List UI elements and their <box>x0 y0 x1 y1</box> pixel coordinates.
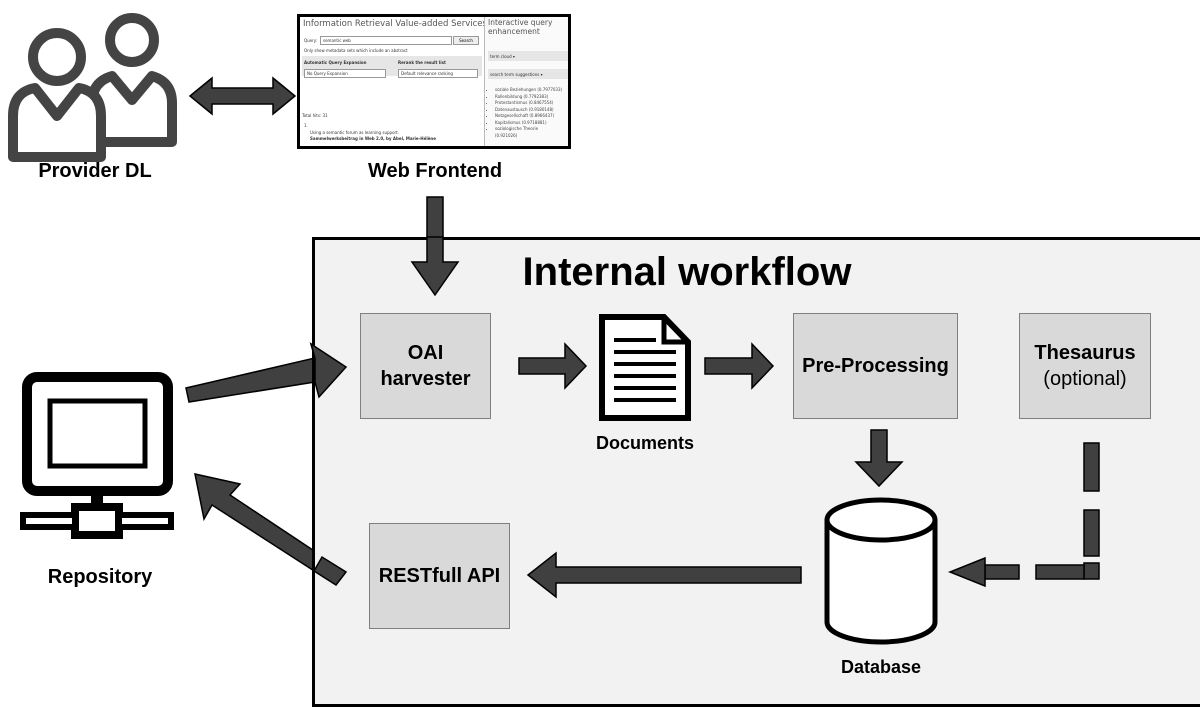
dash-segment <box>1083 509 1100 557</box>
screenshot-suggestion-item: Protestantismus (0.8467554) <box>495 100 562 107</box>
arrow-restful-repository-inner <box>312 555 348 587</box>
screenshot-side-title: Interactive query enhancement <box>488 18 553 36</box>
users-icon <box>8 13 177 162</box>
preprocessing-box: Pre-Processing <box>793 313 958 419</box>
documents-label: Documents <box>595 433 694 453</box>
arrow-documents-preprocessing-inner <box>704 342 775 390</box>
thesaurus-box: Thesaurus (optional) <box>1019 313 1151 419</box>
edge-provider-webfrontend <box>188 76 297 116</box>
screenshot-term-cloud: term cloud ▾ <box>490 54 515 59</box>
screenshot-search-button: Search <box>453 36 479 45</box>
screenshot-expansion-label: Automatic Query Expansion <box>304 60 367 65</box>
screenshot-expansion-select: No Query Expansion <box>304 69 386 78</box>
harvester-label: harvester <box>380 368 471 390</box>
arrow-preprocessing-database-inner <box>854 429 904 488</box>
screenshot-search-term-suggestions: search term suggestions ▾ <box>490 72 543 77</box>
dash-segment <box>984 564 1020 580</box>
screenshot-abstract-option: Only show metadata sets which include an… <box>304 48 408 53</box>
thesaurus-label: Thesaurus <box>1034 342 1136 364</box>
database-label: Database <box>840 657 922 677</box>
preprocessing-label: Pre-Processing <box>802 355 949 377</box>
screenshot-side-pane: Interactive query enhancement term cloud… <box>484 17 568 146</box>
screenshot-ranking-select-value: Default relevance ranking <box>401 71 453 76</box>
dash-segment <box>1083 442 1100 492</box>
arrow-database-restful-inner <box>526 551 802 599</box>
screenshot-ranking-select: Default relevance ranking <box>398 69 478 78</box>
screenshot-suggestion-item: soziologische Theorie <box>495 126 562 133</box>
screenshot-query-value: semantic web <box>323 38 351 43</box>
screenshot-term-cloud-bar <box>488 51 568 61</box>
screenshot-result-number: 1. <box>304 123 308 128</box>
screenshot-main-pane: Information Retrieval Value-added Servic… <box>300 17 487 146</box>
screenshot-suggestion-item: soziale Beziehungen (0.7977033) <box>495 87 562 94</box>
screenshot-result-source: Sammelwerksbeitrag in Web 2.0, by Abel, … <box>310 136 436 141</box>
oai-label: OAI <box>407 342 444 364</box>
screenshot-result-title: Using a semantic forum as learning suppo… <box>310 130 399 135</box>
document-icon <box>599 314 691 421</box>
arrow-oai-documents-inner <box>518 342 588 390</box>
computer-icon <box>20 372 174 539</box>
provider-dl-label: Provider DL <box>38 160 152 182</box>
screenshot-suggestion-item: Rollenbildung (0.7792383) <box>495 94 562 101</box>
screenshot-suggestion-item: Netzgesellschaft (0.8966437) <box>495 113 562 120</box>
arrow-repository-oai-inner <box>309 342 348 399</box>
dash-segment <box>1035 564 1085 580</box>
arrow-webfrontend-oai-inner <box>410 236 460 297</box>
screenshot-total-hits: Total hits: 31 <box>302 113 328 118</box>
dash-segment <box>1083 562 1100 580</box>
screenshot-expansion-select-value: No Query Expansion <box>307 71 348 76</box>
screenshot-query-field: semantic web <box>320 36 452 45</box>
oai-harvester-box: OAI harvester <box>360 313 491 419</box>
restful-api-box: RESTfull API <box>369 523 510 629</box>
restful-api-label: RESTfull API <box>378 565 501 587</box>
thesaurus-optional-label: (optional) <box>1043 368 1127 390</box>
web-frontend-label: Web Frontend <box>367 160 503 182</box>
repository-label: Repository <box>47 566 153 588</box>
dash-arrowhead <box>947 556 986 588</box>
screenshot-query-label: Query: <box>304 38 318 43</box>
screenshot-suggestion-item: (0.921026) <box>495 132 518 138</box>
screenshot-title: Information Retrieval Value-added Servic… <box>303 19 487 29</box>
screenshot-rerank-label: Rerank the result list <box>398 60 446 65</box>
database-icon <box>824 497 938 645</box>
screenshot-suggestion-item: Kapitalismus (0.9718881) <box>495 120 562 127</box>
internal-workflow-title: Internal workflow <box>522 250 852 294</box>
screenshot-suggestion-list: soziale Beziehungen (0.7977033) Rollenbi… <box>487 87 562 139</box>
screenshot-suggestion-item: Datenaustausch (0.9180148) <box>495 107 562 114</box>
screenshot-suggestions-bar <box>488 69 568 79</box>
web-frontend-screenshot: Information Retrieval Value-added Servic… <box>297 14 571 149</box>
